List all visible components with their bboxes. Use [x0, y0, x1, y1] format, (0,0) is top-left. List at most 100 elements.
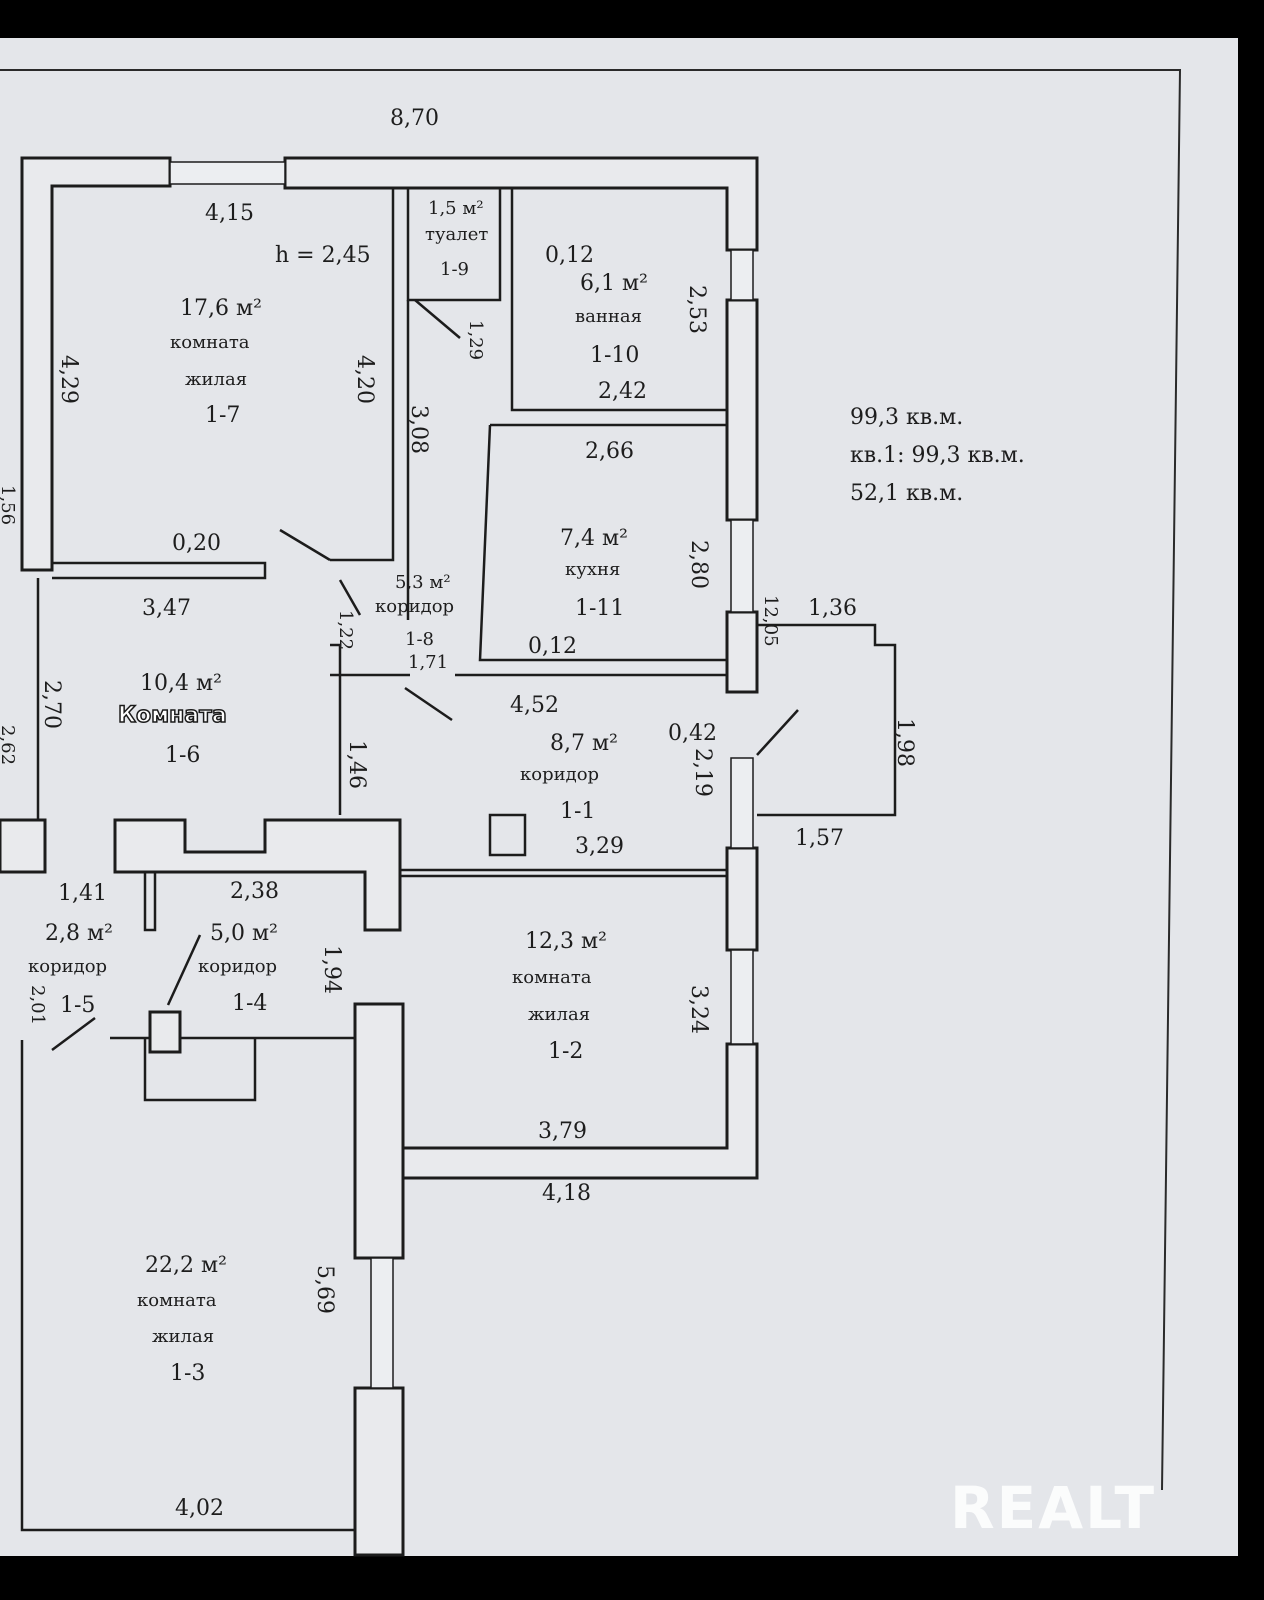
summary-line-1: 52,1 кв.м.	[850, 481, 963, 506]
room-1-7-name-2: комната	[170, 332, 250, 353]
dim-0-42: 0,42	[668, 721, 717, 746]
room-1-7-area: 17,6 м²	[180, 296, 262, 321]
dim-2-38: 2,38	[230, 879, 279, 904]
dim-4-18: 4,18	[542, 1181, 591, 1206]
room-1-5-area: 2,8 м²	[45, 921, 113, 946]
dim-1-29: 1,29	[465, 320, 486, 360]
room-1-2-area: 12,3 м²	[525, 929, 607, 954]
room-1-1-id: 1-1	[560, 799, 595, 824]
dim-3-29: 3,29	[575, 834, 624, 859]
dim-overall-depth: 12,05	[760, 595, 781, 647]
room-1-4-id: 1-4	[232, 991, 267, 1016]
dim-4-29: 4,29	[56, 355, 81, 404]
dim-3-08: 3,08	[406, 405, 431, 454]
balcony	[757, 623, 897, 817]
window-right-1	[730, 249, 754, 301]
wall-right-2	[725, 610, 759, 694]
dim-0-20: 0,20	[172, 531, 221, 556]
ceiling-height: h = 2,45	[275, 243, 371, 268]
partition-bath	[510, 188, 727, 412]
room-1-5-name: коридор	[28, 956, 107, 977]
room-1-9-name: туалет	[425, 224, 488, 245]
dim-4-15: 4,15	[205, 201, 254, 226]
room-1-8-id: 1-8	[405, 629, 434, 650]
room-1-6-id: 1-6	[165, 743, 200, 768]
dim-0-12-bath: 0,12	[545, 243, 594, 268]
dim-5-69: 5,69	[312, 1265, 337, 1314]
room-1-3-id: 1-3	[170, 1361, 205, 1386]
partition-1-1-bottom	[400, 868, 729, 878]
wall-right-1	[725, 298, 759, 522]
wall-mid-vertical	[353, 1002, 405, 1260]
room-1-7-name-1: жилая	[185, 369, 247, 390]
dim-1-41: 1,41	[58, 881, 107, 906]
dim-1-36: 1,36	[808, 596, 857, 621]
room-1-11-id: 1-11	[575, 596, 624, 621]
room-1-4-name: коридор	[198, 956, 277, 977]
room-1-3-name-1: жилая	[152, 1326, 214, 1347]
window-mid	[370, 1257, 394, 1389]
room-1-2-id: 1-2	[548, 1039, 583, 1064]
room-1-2-name-2: комната	[512, 967, 592, 988]
room-1-1-name: коридор	[520, 764, 599, 785]
partition-1-3	[20, 1040, 355, 1532]
dim-3-24: 3,24	[686, 985, 711, 1034]
window-right-4	[730, 949, 754, 1045]
partition-corridor-1-8	[330, 300, 410, 815]
dim-2-70: 2,70	[39, 680, 64, 729]
room-1-10-area: 6,1 м²	[580, 271, 648, 296]
window-right-3	[730, 757, 754, 849]
wall-top-right	[283, 156, 759, 252]
dim-3-47: 3,47	[142, 596, 191, 621]
summary-line-2: кв.1: 99,3 кв.м.	[850, 443, 1025, 468]
room-1-8-name: коридор	[375, 596, 454, 617]
dim-4-20: 4,20	[352, 355, 377, 404]
dim-1-57: 1,57	[795, 826, 844, 851]
plan-sheet	[0, 38, 1238, 1556]
wall-mid-vertical-2	[353, 1386, 405, 1557]
room-1-4-area: 5,0 м²	[210, 921, 278, 946]
room-1-9-id: 1-9	[440, 259, 469, 280]
room-1-9-area: 1,5 м²	[428, 198, 484, 219]
dim-2-66: 2,66	[585, 439, 634, 464]
partition-kitchen	[478, 423, 727, 662]
room-1-6-area: 10,4 м²	[140, 671, 222, 696]
summary-line-3: 99,3 кв.м.	[850, 405, 963, 430]
partition-1-7-right	[330, 188, 395, 562]
dim-4-02: 4,02	[175, 1496, 224, 1521]
room-1-1-area: 8,7 м²	[550, 731, 618, 756]
dim-4-52: 4,52	[510, 693, 559, 718]
room-1-7-id: 1-7	[205, 403, 240, 428]
dim-1-22: 1,22	[335, 610, 356, 650]
wall-left-stub	[0, 818, 47, 874]
vent-1-1	[488, 813, 527, 857]
wall-top	[20, 156, 172, 572]
room-1-5-id: 1-5	[60, 993, 95, 1018]
dim-2-19: 2,19	[690, 748, 715, 797]
dim-1-46: 1,46	[344, 740, 369, 789]
room-1-3-name-2: комната	[137, 1290, 217, 1311]
room-1-2-name-1: жилая	[528, 1004, 590, 1025]
room-stamp-label: Комната	[118, 703, 227, 728]
chimney-1-4	[148, 1010, 182, 1054]
dim-2-53: 2,53	[684, 285, 709, 334]
room-1-10-name: ванная	[575, 306, 642, 327]
room-1-11-name: кухня	[565, 559, 620, 580]
room-1-11-area: 7,4 м²	[560, 526, 628, 551]
sheet-frame	[0, 69, 1182, 1491]
plan-labels: 8,70 12,05 52,1 кв.м. кв.1: 99,3 кв.м. 9…	[0, 106, 1025, 1521]
dim-1-71: 1,71	[408, 652, 448, 673]
partition-1-7	[52, 561, 267, 580]
wall-chimney-block	[113, 818, 402, 932]
door-swing	[51, 299, 799, 1052]
room-1-8-area: 5,3 м²	[395, 572, 451, 593]
wall-right-4	[401, 1042, 759, 1180]
window-top	[169, 161, 286, 185]
dim-2-01: 2,01	[27, 985, 48, 1025]
realt-watermark: REALT	[950, 1474, 1157, 1542]
room-1-3-area: 22,2 м²	[145, 1253, 227, 1278]
partition-1-4	[110, 872, 355, 1102]
dim-1-94: 1,94	[319, 945, 344, 994]
